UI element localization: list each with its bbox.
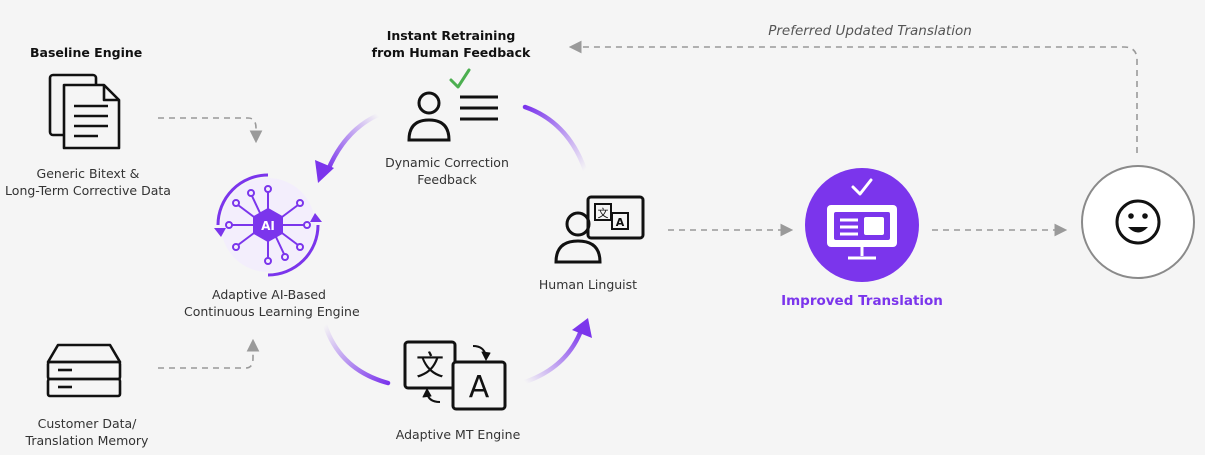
generic-bitext-label: Generic Bitext & Long-Term Corrective Da…: [0, 165, 176, 199]
smiley-icon: [1081, 165, 1195, 279]
dynamic-correction-label: Dynamic Correction Feedback: [372, 154, 522, 188]
generic-bitext-line2: Long-Term Corrective Data: [5, 183, 171, 198]
connector-baseline-to-ai: [158, 117, 263, 144]
arc-linguist-to-retraining: [522, 104, 588, 173]
arc-mt-to-linguist: [522, 325, 585, 385]
translate-glyph-a: A: [469, 370, 490, 405]
ai-chip-icon: [214, 173, 322, 277]
instant-retraining-line1: Instant Retraining: [386, 28, 516, 43]
customer-data-line1: Customer Data/: [37, 416, 137, 431]
dynamic-correction-line2: Feedback: [417, 172, 477, 187]
arc-retraining-to-ai: [325, 112, 381, 173]
translate-glyph-zh: 文: [416, 349, 444, 382]
adaptive-mt-engine-label: Adaptive MT Engine: [395, 427, 521, 442]
generic-bitext-line1: Generic Bitext &: [36, 166, 140, 181]
arc-ai-to-mt: [322, 322, 391, 386]
document-icon: [48, 73, 121, 150]
linguist-icon: [554, 195, 645, 264]
instant-retraining-line2: from Human Feedback: [371, 45, 531, 60]
linguist-glyph-zh: 文: [598, 206, 609, 220]
instant-retraining-title: Instant Retraining from Human Feedback: [358, 27, 544, 61]
translate-icon: [403, 340, 507, 411]
ai-chip-label: AI: [261, 219, 275, 233]
human-linguist-label: Human Linguist: [538, 277, 638, 292]
dashed-connectors: [158, 40, 1138, 369]
arc-arrowhead-ai: [315, 160, 334, 183]
adaptive-ai-label: Adaptive AI-Based Continuous Learning En…: [184, 286, 360, 320]
preferred-updated-translation-label: Preferred Updated Translation: [768, 23, 972, 39]
monitor-check-icon: [805, 168, 919, 282]
baseline-engine-title: Baseline Engine: [30, 45, 143, 60]
check-green-icon: [449, 68, 471, 89]
connector-customer-to-ai: [158, 338, 260, 369]
customer-data-label: Customer Data/ Translation Memory: [12, 415, 162, 449]
arc-arrowhead-linguist: [572, 318, 592, 338]
dynamic-correction-line1: Dynamic Correction: [385, 155, 509, 170]
server-icon: [46, 343, 122, 398]
adaptive-ai-line1: Adaptive AI-Based: [212, 287, 326, 302]
person-list-icon: [407, 91, 498, 142]
learning-cycle-arcs: [315, 104, 592, 386]
improved-translation-label: Improved Translation: [781, 293, 943, 309]
customer-data-line2: Translation Memory: [25, 433, 149, 448]
connector-user-to-retraining: [568, 40, 1138, 153]
adaptive-ai-line2: Continuous Learning Engine: [184, 304, 360, 319]
linguist-glyph-a: A: [616, 216, 625, 229]
